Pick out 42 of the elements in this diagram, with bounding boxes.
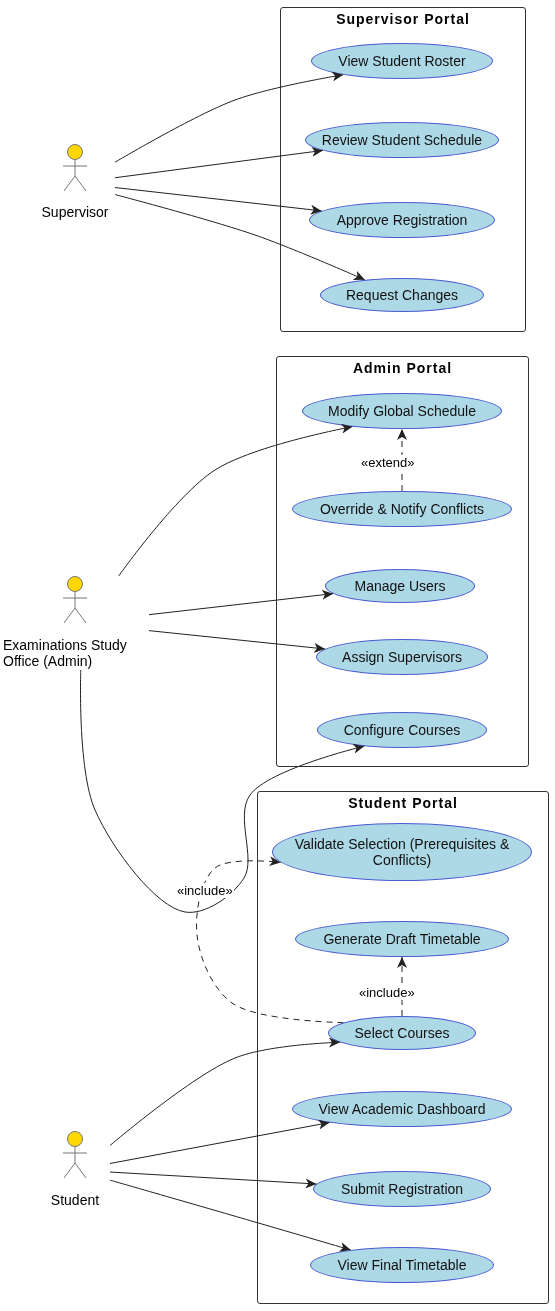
- association-arrow: [109, 1179, 352, 1252]
- dependency-arrow: [196, 856, 344, 1024]
- actor-label: Supervisor: [40, 204, 110, 220]
- association-arrow: [148, 589, 334, 616]
- association-arrow: [109, 1037, 341, 1146]
- use-case-ellipse: Configure Courses: [317, 712, 487, 748]
- actor-label: Examinations Study Office (Admin): [3, 637, 128, 669]
- use-case-ellipse: Manage Users: [325, 569, 475, 603]
- actor-label: Student: [49, 1192, 101, 1208]
- association-arrow: [148, 630, 326, 653]
- system-boundary: [280, 7, 526, 332]
- use-case-ellipse: Validate Selection (Prerequisites & Conflicts): [272, 823, 532, 881]
- use-case-ellipse: Assign Supervisors: [316, 639, 488, 675]
- use-case-ellipse: View Student Roster: [311, 43, 493, 79]
- dependency-arrow: [397, 428, 407, 492]
- use-case-ellipse: Submit Registration: [313, 1171, 491, 1207]
- use-case-ellipse: View Final Timetable: [310, 1247, 494, 1283]
- boundary-title: Supervisor Portal: [335, 11, 471, 27]
- association-arrow: [114, 146, 324, 179]
- association-arrow: [118, 423, 353, 577]
- use-case-ellipse: Override & Notify Conflicts: [292, 491, 512, 527]
- use-case-ellipse: Review Student Schedule: [305, 122, 499, 158]
- use-case-ellipse: Generate Draft Timetable: [295, 921, 509, 957]
- association-arrow: [109, 1119, 330, 1164]
- use-case-ellipse: View Academic Dashboard: [292, 1091, 512, 1127]
- boundary-title: Admin Portal: [351, 360, 454, 376]
- use-case-ellipse: Select Courses: [328, 1016, 476, 1050]
- edge-label: «include»: [358, 985, 416, 1000]
- use-case-ellipse: Request Changes: [320, 278, 484, 312]
- association-arrow: [109, 1171, 317, 1189]
- dependency-arrow: [397, 956, 407, 1017]
- system-boundary: [257, 791, 549, 1304]
- use-case-ellipse: Modify Global Schedule: [302, 393, 502, 429]
- boundary-title: Student Portal: [347, 795, 459, 811]
- edge-label: «extend»: [360, 455, 416, 470]
- association-arrow: [114, 194, 366, 281]
- system-boundary: [276, 356, 529, 767]
- association-arrow: [80, 669, 365, 913]
- association-arrow: [114, 71, 344, 163]
- use-case-ellipse: Approve Registration: [309, 202, 495, 238]
- edge-label: «include»: [176, 883, 234, 898]
- association-arrow: [114, 187, 323, 215]
